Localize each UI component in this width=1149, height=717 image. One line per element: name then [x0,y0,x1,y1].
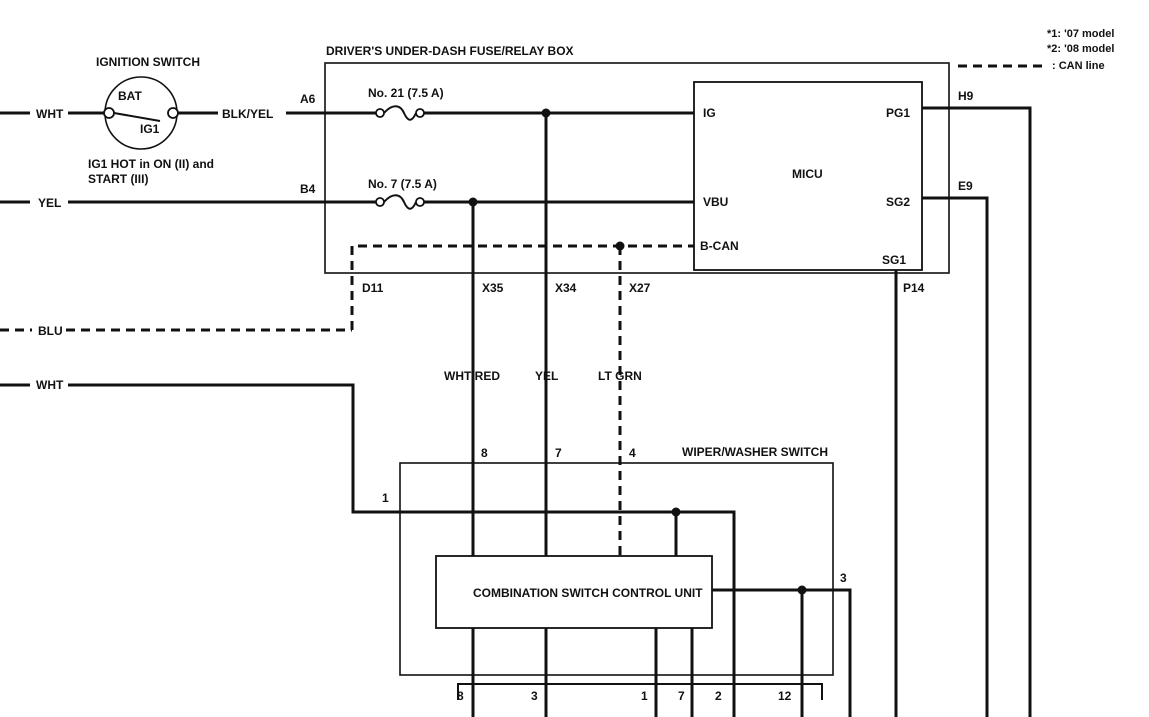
bottom-pin-2: 2 [715,689,722,703]
blu-label: BLU [38,324,63,338]
ignition-ig1-terminal [167,107,179,119]
pin-3-right-wire [712,588,852,717]
legend: *1: '07 model *2: '08 model : CAN line [958,28,1114,72]
wiper-pin-7-top: 7 [555,446,562,460]
fuse-relay-box: DRIVER'S UNDER-DASH FUSE/RELAY BOX A6 B4… [300,44,974,330]
micu-pin-bcan: B-CAN [700,239,739,253]
wiper-switch-title: WIPER/WASHER SWITCH [682,445,828,459]
control-unit-label: COMBINATION SWITCH CONTROL UNIT [473,586,703,600]
ignition-switch-title: IGNITION SWITCH [96,55,200,69]
fuse-21-terminal-right [415,108,425,118]
ignition-bat-label: BAT [118,89,142,103]
h9-ground-wire [922,106,1032,717]
bottom-connector: 8 3 1 7 2 12 [457,683,823,703]
wiper-pin-8-top: 8 [481,446,488,460]
wht-left-label: WHT [36,378,64,392]
wiper-pin-4-top: 4 [629,446,636,460]
wiper-switch-outline [399,462,834,676]
ignition-note-line1: IG1 HOT in ON (II) and [88,157,214,171]
b-can-line-left [350,244,694,330]
terminal-h9: H9 [958,89,974,103]
wiper-washer-switch: WIPER/WASHER SWITCH 8 7 4 1 3 COMBINATIO… [382,445,852,717]
bottom-connector-bracket [457,683,823,700]
micu-pin-sg2: SG2 [886,195,910,209]
wht-red-label: WHT/RED [444,369,500,383]
micu-pin-sg1: SG1 [882,253,906,267]
terminal-p14: P14 [903,281,925,295]
micu-outline [693,81,923,271]
pin-1-branch-wire [676,510,736,717]
fuse-box-outline [324,62,950,274]
bottom-pin-8: 8 [457,689,464,703]
terminal-e9: E9 [958,179,973,193]
fuse-7-terminal-right [415,197,425,207]
terminal-d11: D11 [362,281,384,295]
ignition-switch-contact [113,112,161,122]
fuse-7-label: No. 7 (7.5 A) [368,177,437,191]
micu-unit: MICU IG VBU B-CAN PG1 SG2 SG1 [693,81,923,271]
fuse-21-icon [383,105,417,121]
yel-left-label: YEL [38,196,61,210]
e9-ground-wire [922,196,989,717]
lt-grn-label: LT GRN [598,369,642,383]
legend-note-1: *1: '07 model [1047,28,1114,40]
fuse-box-title: DRIVER'S UNDER-DASH FUSE/RELAY BOX [326,44,574,58]
micu-title: MICU [792,167,823,181]
bottom-pin-12: 12 [778,689,792,703]
legend-can-line-label: : CAN line [1052,60,1105,72]
terminal-x27: X27 [629,281,651,295]
fuse-21-label: No. 21 (7.5 A) [368,86,444,100]
blk-yel-label: BLK/YEL [222,107,273,121]
ignition-note-line2: START (III) [88,172,148,186]
ignition-switch: IGNITION SWITCH BAT IG1 IG1 HOT in ON (I… [88,55,214,186]
fuse-21-terminal-left [375,108,385,118]
ignition-ig1-label: IG1 [140,122,160,136]
bottom-pin-1: 1 [641,689,648,703]
yel-mid-label: YEL [535,369,558,383]
combination-switch-control-unit [435,555,713,629]
terminal-b4: B4 [300,182,316,196]
terminal-a6: A6 [300,92,316,106]
bottom-pin-7: 7 [678,689,685,703]
wht-top-label: WHT [36,107,64,121]
wiper-pin-3-right: 3 [840,571,847,585]
terminal-x35: X35 [482,281,504,295]
fuse-7-terminal-left [375,197,385,207]
ignition-bat-terminal [103,107,115,119]
micu-pin-vbu: VBU [703,195,728,209]
bottom-pin-3: 3 [531,689,538,703]
fuse-7-icon [383,194,417,210]
micu-pin-ig: IG [703,106,716,120]
legend-note-2: *2: '08 model [1047,43,1114,55]
micu-pin-pg1: PG1 [886,106,910,120]
wiper-pin-1: 1 [382,491,389,505]
terminal-x34: X34 [555,281,577,295]
wht-left-wire [68,383,676,514]
